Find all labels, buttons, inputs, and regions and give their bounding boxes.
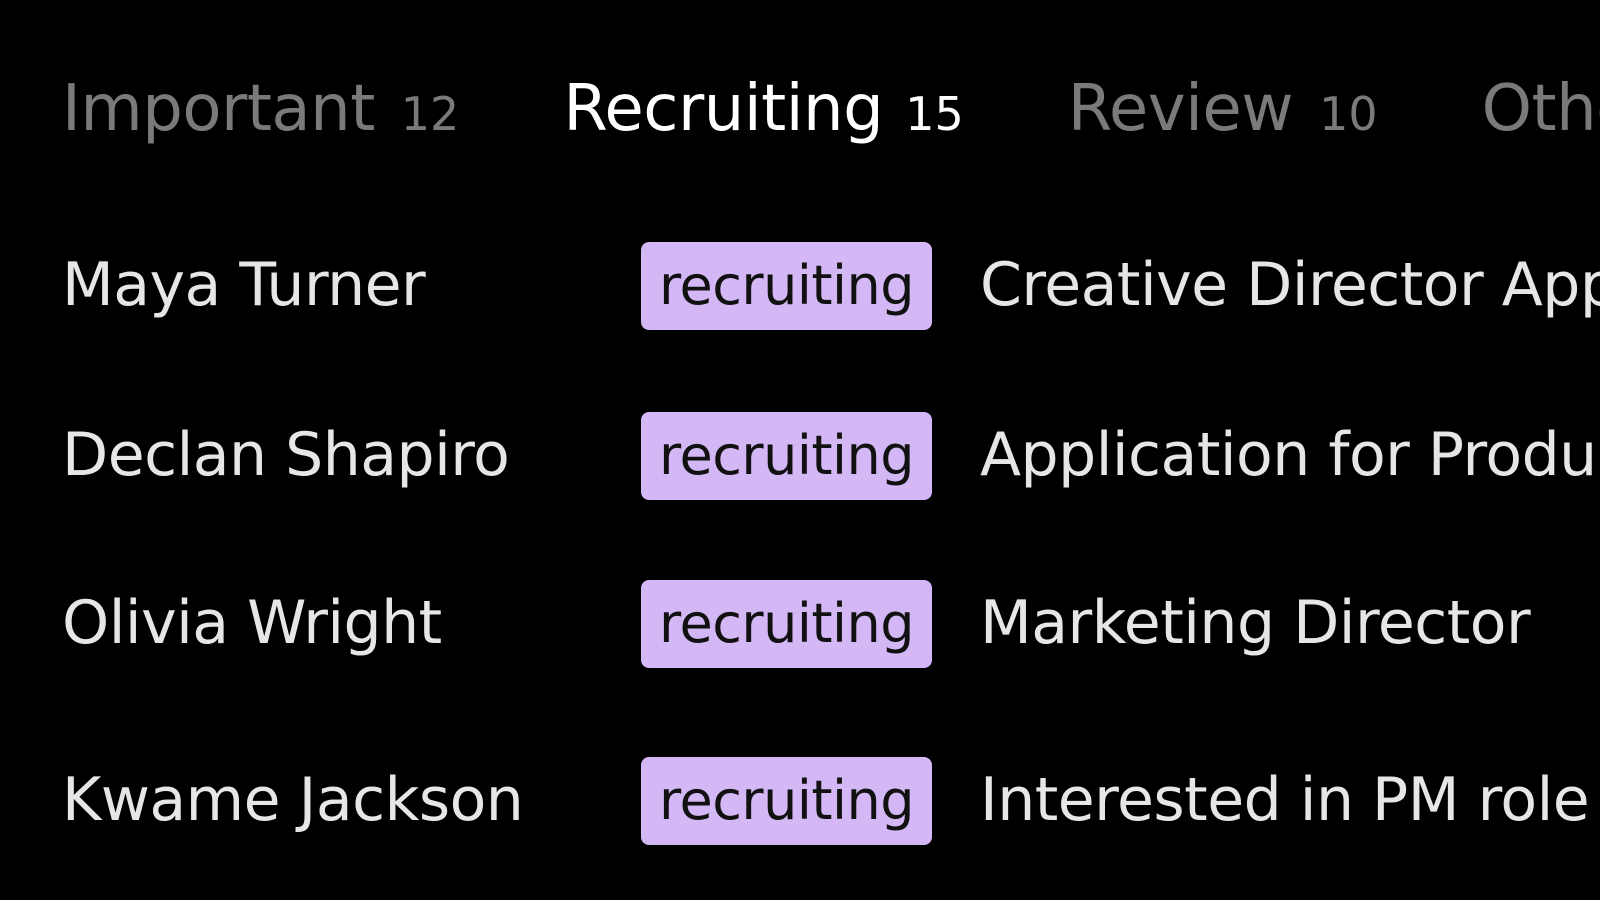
tab-other[interactable]: Other: [1482, 72, 1600, 146]
tab-review[interactable]: Review 10: [1068, 72, 1378, 146]
tab-label: Review: [1067, 72, 1294, 146]
label-badge: recruiting: [641, 757, 932, 845]
tab-label: Recruiting: [563, 72, 884, 146]
message-subject: Application for Product Designer: [980, 420, 1600, 490]
sender-name: Maya Turner: [62, 250, 426, 320]
message-row[interactable]: Declan Shapiro recruiting Application fo…: [0, 410, 1600, 500]
tab-count: 15: [905, 87, 964, 141]
tab-label: Important: [62, 72, 375, 146]
tab-recruiting[interactable]: Recruiting 15: [563, 72, 963, 146]
message-subject: Creative Director Application: [980, 250, 1600, 320]
message-row[interactable]: Kwame Jackson recruiting Interested in P…: [0, 755, 1600, 845]
sender-name: Kwame Jackson: [62, 765, 524, 835]
tab-count: 12: [400, 87, 460, 141]
label-badge: recruiting: [641, 242, 932, 330]
tab-count: 10: [1319, 87, 1378, 141]
message-subject: Interested in PM role: [980, 765, 1590, 835]
sender-name: Olivia Wright: [62, 588, 442, 658]
label-badge: recruiting: [641, 412, 932, 500]
tab-important[interactable]: Important 12: [62, 72, 459, 146]
message-subject: Marketing Director: [980, 588, 1531, 658]
label-badge: recruiting: [641, 580, 932, 668]
sender-name: Declan Shapiro: [62, 420, 510, 490]
tab-label: Other: [1481, 72, 1600, 146]
message-row[interactable]: Maya Turner recruiting Creative Director…: [0, 240, 1600, 330]
category-tabs: Important 12 Recruiting 15 Review 10 Oth…: [62, 72, 1600, 146]
message-row[interactable]: Olivia Wright recruiting Marketing Direc…: [0, 578, 1600, 668]
